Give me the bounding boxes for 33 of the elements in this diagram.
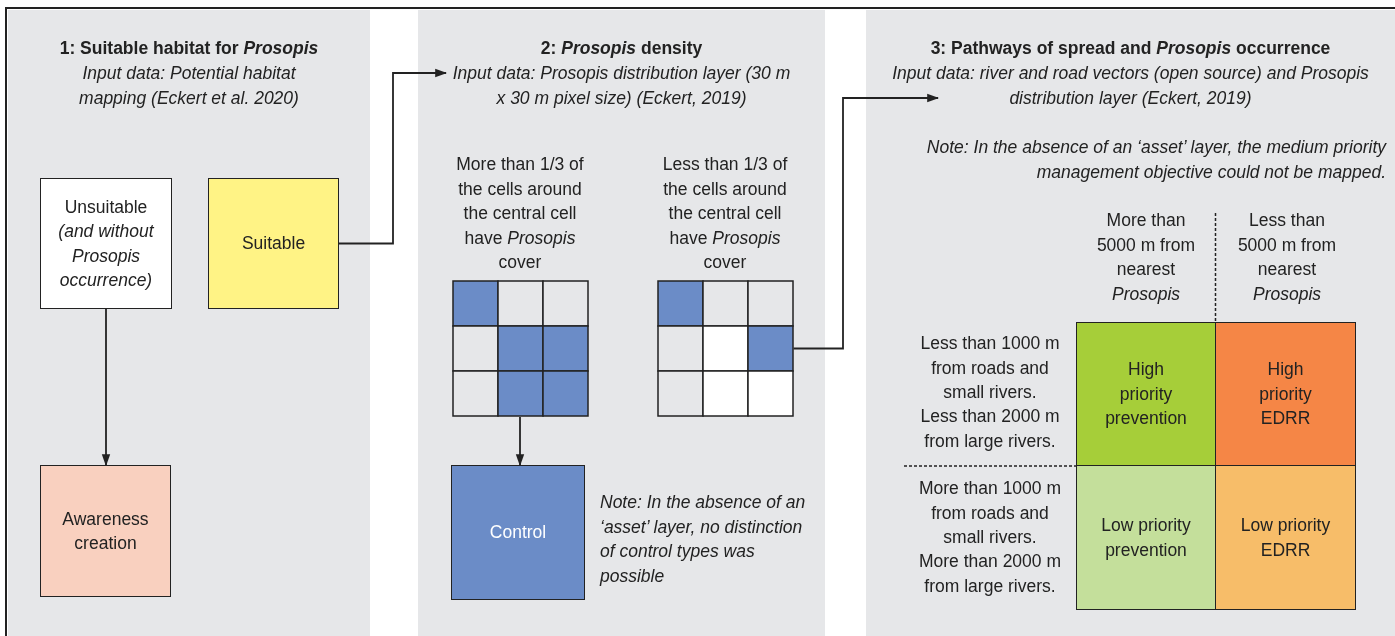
row-header: Less than 1000 m from roads and small rivers. (919, 332, 1061, 404)
panel-background (418, 10, 825, 636)
row-header: Less than 2000 m from large rivers. (919, 405, 1061, 453)
arrow (338, 68, 448, 245)
panel-background (866, 10, 1395, 636)
priority-cell: Low priority prevention (1076, 465, 1216, 610)
box-note: (and without Prosopis occurrence) (57, 220, 155, 292)
panel-background (8, 10, 370, 636)
row-header: More than 1000 m from roads and small rivers. (918, 477, 1062, 549)
category-box: Awareness creation (40, 465, 171, 597)
category-box (40, 178, 172, 309)
arrow (792, 93, 940, 350)
note-text: Note: In the absence of an ‘asset’ layer, no distinction of control types was possible (600, 491, 807, 588)
input-data-text: Input data: Potential habitat mapping (Eckert et al. 2020) (78, 62, 300, 110)
row-header: More than 2000 m from large rivers. (918, 550, 1062, 598)
note-text: Note: In the absence of an ‘asset’ layer, the medium priority management objective could not be mapped. (925, 136, 1386, 184)
priority-cell: High priority EDRR (1215, 322, 1356, 466)
arrow (515, 416, 525, 467)
panel-heading: 1: Suitable habitat for Prosopis (58, 37, 320, 60)
grid-caption: Less than 1/3 of the cells around the central cell have Prosopis cover (661, 153, 789, 274)
column-header: Less than 5000 m from nearest Prosopis (1236, 209, 1338, 306)
input-data-text: Input data: river and road vectors (open source) and Prosopis distribution layer (Eckert, 2019) (891, 62, 1370, 110)
priority-cell: Low priority EDRR (1215, 465, 1356, 610)
panel-heading: 2: Prosopis density (539, 37, 704, 60)
category-box: Suitable (208, 178, 339, 309)
grid-caption: More than 1/3 of the cells around the central cell have Prosopis cover (455, 153, 585, 274)
input-data-text: Input data: Prosopis distribution layer (30 m x 30 m pixel size) (Eckert, 2019) (451, 62, 792, 110)
panel-heading: 3: Pathways of spread and Prosopis occurrence (929, 37, 1332, 60)
category-box: Control (451, 465, 585, 600)
priority-cell: High priority prevention (1076, 322, 1216, 466)
column-header: More than 5000 m from nearest Prosopis (1095, 209, 1197, 306)
box-label: Unsuitable (64, 195, 148, 219)
arrow (101, 308, 111, 467)
